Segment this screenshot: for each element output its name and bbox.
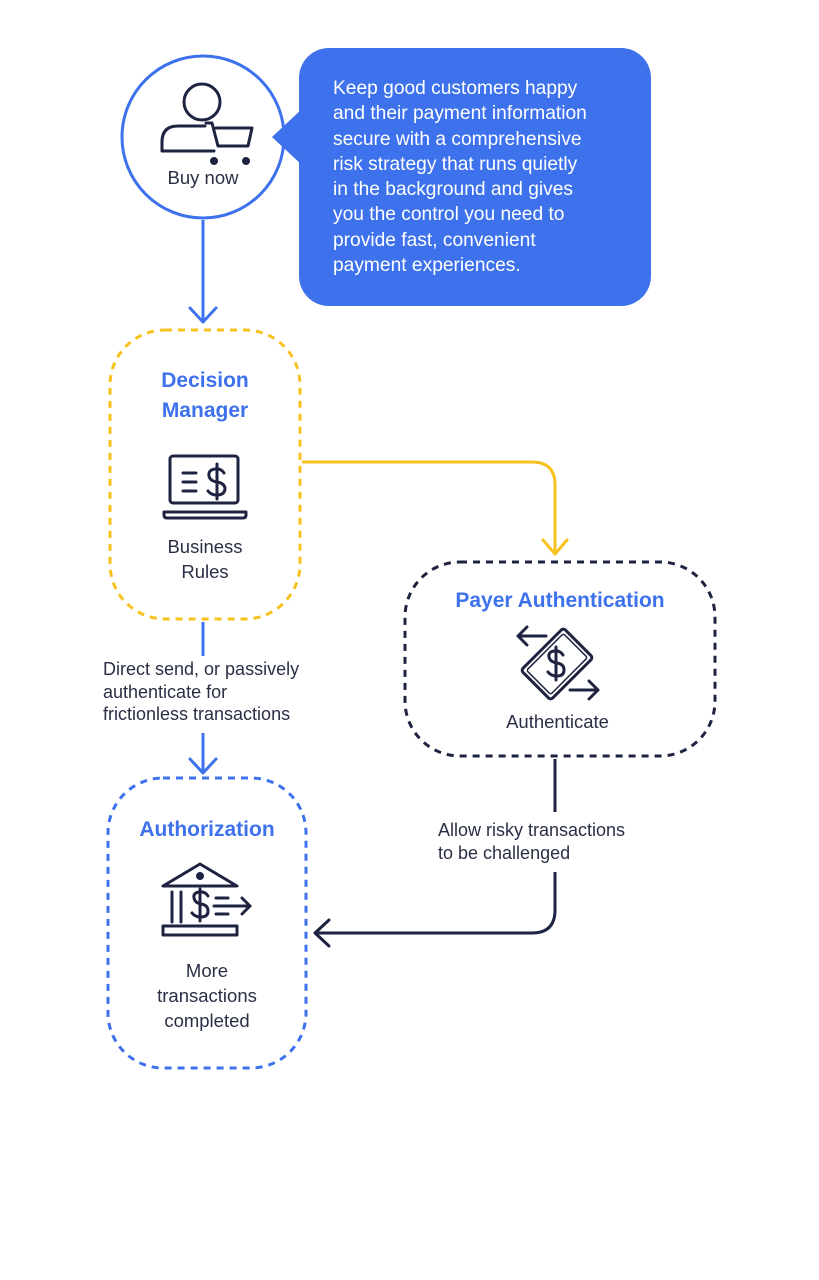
direct-send-edge-label: Direct send, or passively authenticate f… xyxy=(103,658,299,726)
decision-manager-node xyxy=(108,328,302,621)
authorization-title: Authorization xyxy=(139,818,275,841)
edge-label-line: Direct send, or passively xyxy=(103,659,300,679)
payer-authentication-title: Payer Authentication xyxy=(455,589,665,612)
authorization-caption-line: completed xyxy=(164,1010,250,1031)
callout-line: payment experiences. xyxy=(333,255,521,277)
edge-label-line: frictionless transactions xyxy=(103,704,291,724)
start-node-label: Buy now xyxy=(167,167,239,188)
authorization-caption-line: transactions xyxy=(157,985,257,1006)
arrowhead-down-icon xyxy=(188,757,218,775)
arrowhead-down-icon xyxy=(541,538,569,556)
decision-manager-caption: Business Rules xyxy=(110,534,300,584)
edge-label-line: authenticate for xyxy=(103,681,228,702)
callout-line: and their payment information xyxy=(333,103,587,125)
decision-manager-title: Decision Manager xyxy=(110,366,300,426)
decision-manager-title-line: Manager xyxy=(161,399,249,422)
shopper-with-cart-icon xyxy=(160,82,254,165)
decision-manager-caption-line: Business xyxy=(167,536,243,557)
bank-dollar-arrow-icon xyxy=(161,862,252,937)
callout-line: provide fast, convenient xyxy=(333,229,536,251)
authorization-caption: More transactions completed xyxy=(108,958,306,1033)
edge-label-line: Allow risky transactions xyxy=(438,820,626,840)
edge-label-line: to be challenged xyxy=(438,842,571,863)
payer-authentication-node xyxy=(403,560,717,758)
connector-decision-to-payer-auth xyxy=(302,460,557,553)
authorization-node xyxy=(106,776,308,1070)
callout-line: in the background and gives xyxy=(333,179,574,201)
callout-line: secure with a comprehensive xyxy=(333,128,582,150)
callout-pointer xyxy=(272,108,303,166)
laptop-dollar-icon xyxy=(162,454,248,520)
connector-payer-auth-to-authorization-bottom xyxy=(316,872,557,935)
payer-authentication-caption: Authenticate xyxy=(506,711,609,732)
arrowhead-left-icon xyxy=(313,918,331,948)
decision-manager-title-line: Decision xyxy=(161,369,249,392)
callout-line: Keep good customers happy xyxy=(333,78,578,99)
arrowhead-down-icon xyxy=(188,306,218,324)
callout-line: risk strategy that runs quietly xyxy=(333,153,578,175)
decision-manager-caption-line: Rules xyxy=(181,561,229,582)
callout-bubble: Keep good customers happy and their paym… xyxy=(299,48,651,306)
authorization-caption-line: More xyxy=(185,960,229,981)
callout-line: you the control you need to xyxy=(333,204,565,226)
start-node-circle xyxy=(120,54,286,220)
challenge-edge-label: Allow risky transactions to be challenge… xyxy=(438,819,625,864)
banknote-exchange-icon xyxy=(516,625,600,701)
